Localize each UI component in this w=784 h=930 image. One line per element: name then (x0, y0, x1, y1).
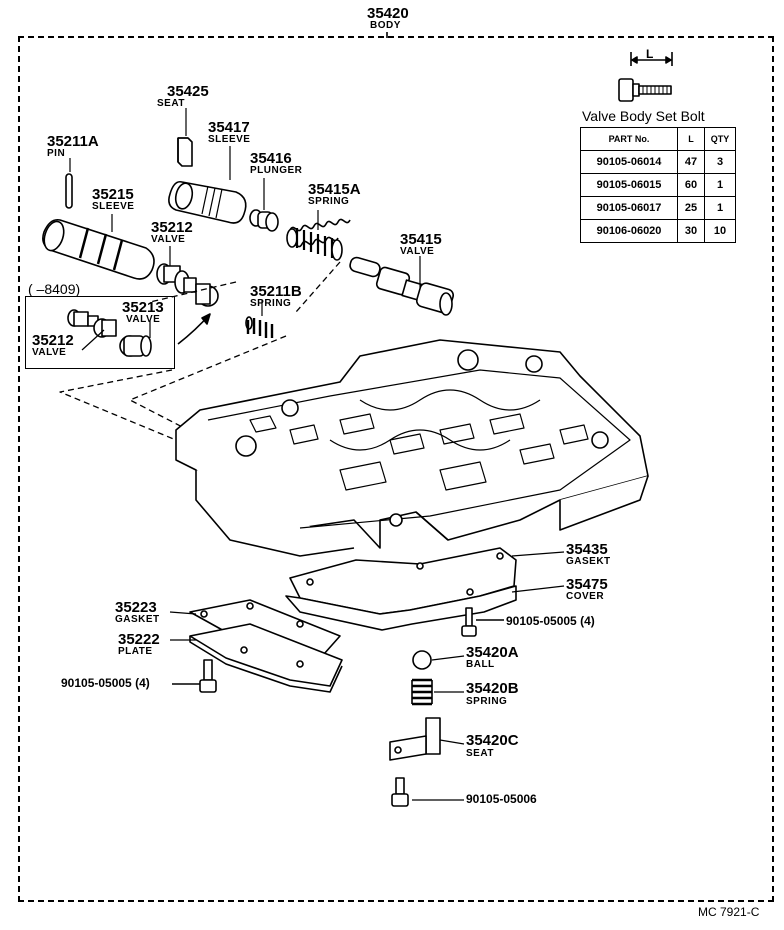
bolt-bottom-label: 90105-05006 (466, 792, 537, 806)
gasket-35223-number: 35223 (115, 599, 157, 616)
bolt-left-label: 90105-05005 (4) (61, 676, 150, 690)
table-cell: 47 (677, 150, 705, 174)
valve-35415-part (349, 256, 455, 316)
body-part-number: 35420 (367, 5, 409, 22)
header-part-no: PART No. (580, 127, 678, 151)
header-l: L (677, 127, 705, 151)
sleeve-35215-number: 35215 (92, 186, 134, 203)
seat-35425-number: 35425 (167, 83, 209, 100)
ball-35420a-part (412, 650, 432, 670)
spring-35415a-number: 35415A (308, 181, 361, 198)
valve-35212-top-part (156, 263, 219, 307)
table-cell: 90105-06014 (580, 150, 678, 174)
sleeve-35215-part (42, 218, 155, 280)
seat-35425-name: SEAT (157, 98, 185, 109)
plate-35222-part (189, 623, 343, 693)
inset-box (25, 296, 175, 369)
plate-35222-name: PLATE (118, 646, 153, 657)
gasket-35223-name: GASKET (115, 614, 160, 625)
seat-35425-part (177, 137, 193, 167)
sleeve-35417-part (168, 180, 247, 224)
dimension-label: L (646, 47, 654, 61)
valve-35212-inset-name: VALVE (32, 347, 67, 358)
table-cell: 90105-06015 (580, 173, 678, 197)
table-cell: 90105-06017 (580, 196, 678, 220)
bolt-right-part (461, 607, 504, 637)
body-part-name: BODY (370, 20, 401, 31)
sleeve-35215-name: SLEEVE (92, 201, 135, 212)
table-header-row: PART No. L QTY (580, 127, 736, 151)
ball-35420a-name: BALL (466, 659, 495, 670)
valve-35213-name: VALVE (126, 314, 161, 325)
table-cell: 25 (677, 196, 705, 220)
table-cell: 3 (704, 150, 736, 174)
table-cell: 60 (677, 173, 705, 197)
bolt-bottom-part (391, 777, 409, 807)
spring-35415a-name: SPRING (308, 196, 350, 207)
cover-35475-name: COVER (566, 591, 605, 602)
table-row: 90105-06017 25 1 (580, 196, 736, 220)
pin-35211a-part (65, 173, 73, 209)
plunger-35416-number: 35416 (250, 150, 292, 167)
table-cell: 1 (704, 173, 736, 197)
table-row: 90105-06014 47 3 (580, 150, 736, 174)
spring-35415a-part (286, 218, 351, 261)
valve-body-35420 (175, 339, 649, 557)
plunger-35416-name: PLUNGER (250, 165, 303, 176)
header-qty: QTY (704, 127, 736, 151)
inset-arrowhead (201, 313, 211, 325)
bolt-left-part (172, 659, 217, 693)
table-row: 90105-06015 60 1 (580, 173, 736, 197)
valve-35212-top-number: 35212 (151, 219, 193, 236)
cover-35475-part (285, 585, 517, 631)
valve-35415-name: VALVE (400, 246, 435, 257)
bolt-right-label: 90105-05005 (4) (506, 614, 595, 628)
pin-35211a-number: 35211A (47, 133, 99, 150)
table-cell: 90106-06020 (580, 219, 678, 243)
table-cell: 30 (677, 219, 705, 243)
valve-35213-number: 35213 (122, 299, 164, 316)
spring-35211b-name: SPRING (250, 298, 292, 309)
set-bolt-table: PART No. L QTY 90105-06014 47 3 90105-06… (580, 127, 736, 243)
table-title: Valve Body Set Bolt (582, 108, 705, 124)
assembly-frame (18, 36, 774, 902)
valve-35415-number: 35415 (400, 231, 442, 248)
leader-lines (69, 108, 565, 801)
table-cell: 10 (704, 219, 736, 243)
plate-35222-number: 35222 (118, 631, 160, 648)
assembly-guides (59, 261, 341, 441)
inset-range: ( –8409) (28, 281, 83, 297)
spring-35211b-part (245, 316, 274, 338)
figure-code: MC 7921-C (698, 905, 760, 919)
pin-35211a-name: PIN (47, 148, 66, 159)
spring-35420b-number: 35420B (466, 680, 519, 697)
cover-35475-number: 35475 (566, 576, 608, 593)
seat-35420c-number: 35420C (466, 732, 519, 749)
spring-35420b-part (411, 678, 433, 706)
table-row: 90106-06020 30 10 (580, 219, 736, 243)
gasket-35435-number: 35435 (566, 541, 608, 558)
spring-35211b-number: 35211B (250, 283, 302, 300)
sleeve-35417-number: 35417 (208, 119, 250, 136)
spring-35420b-name: SPRING (466, 696, 508, 707)
inset-valve-parts (67, 309, 152, 357)
sleeve-35417-name: SLEEVE (208, 134, 251, 145)
plunger-35416-part (249, 209, 279, 232)
seat-35420c-name: SEAT (466, 748, 494, 759)
ball-35420a-number: 35420A (466, 644, 519, 661)
table-cell: 1 (704, 196, 736, 220)
valve-35212-inset-number: 35212 (32, 332, 74, 349)
gasket-35435-name: GASEKT (566, 556, 611, 567)
seat-35420c-part (389, 717, 441, 761)
valve-35212-top-name: VALVE (151, 234, 186, 245)
set-bolt-icon (618, 52, 673, 102)
